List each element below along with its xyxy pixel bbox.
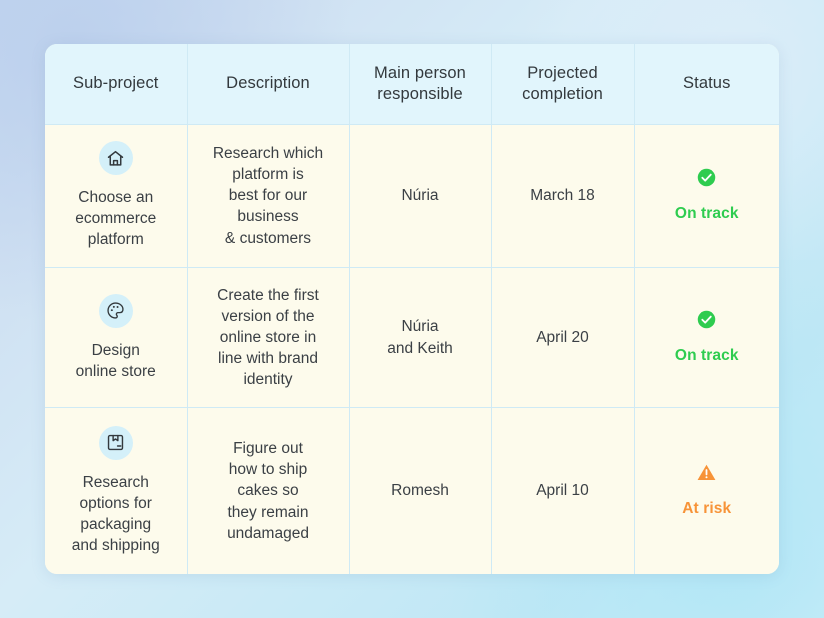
status-badge: At risk xyxy=(643,462,772,520)
cell-main-person: Núria and Keith xyxy=(348,267,492,408)
column-header-projected-completion: Projected completion xyxy=(490,44,635,125)
cell-description: Create the first version of the online s… xyxy=(186,267,350,408)
check-circle-icon xyxy=(696,167,717,195)
projected-completion-text: April 10 xyxy=(536,482,589,500)
cell-sub-project: Research options for packaging and shipp… xyxy=(45,406,188,574)
column-header-main-person: Main person responsible xyxy=(348,44,492,125)
package-icon xyxy=(98,425,133,460)
sub-project-content: Research options for packaging and shipp… xyxy=(53,425,179,556)
palette-icon xyxy=(98,293,133,328)
cell-description: Figure out how to ship cakes so they rem… xyxy=(186,406,350,574)
project-status-table: Sub-project Description Main person resp… xyxy=(45,44,779,574)
warning-triangle-icon xyxy=(696,462,717,490)
cell-status: On track xyxy=(633,123,779,269)
cell-projected-completion: March 18 xyxy=(490,123,635,269)
sub-project-label: Research options for packaging and shipp… xyxy=(71,473,160,555)
cell-status: On track xyxy=(633,267,779,408)
cell-main-person: Romesh xyxy=(348,406,492,574)
cell-status: At risk xyxy=(633,406,779,574)
table-row: Research options for packaging and shipp… xyxy=(45,406,779,574)
projected-completion-text: April 20 xyxy=(536,328,589,346)
description-text: Research which platform is best for our … xyxy=(212,145,324,247)
status-label: On track xyxy=(674,346,739,364)
cell-main-person: Núria xyxy=(348,123,492,269)
cell-sub-project: Choose an ecommerce platform xyxy=(45,123,188,269)
column-header-description: Description xyxy=(186,44,350,125)
description-text: Figure out how to ship cakes so they rem… xyxy=(227,440,309,542)
cell-description: Research which platform is best for our … xyxy=(186,123,350,269)
project-table-card: Sub-project Description Main person resp… xyxy=(45,44,779,574)
main-person-text: Núria and Keith xyxy=(387,318,453,357)
cell-sub-project: Design online store xyxy=(45,267,188,408)
check-circle-icon xyxy=(696,309,717,337)
cell-projected-completion: April 10 xyxy=(490,406,635,574)
table-header-row: Sub-project Description Main person resp… xyxy=(45,44,779,125)
column-header-status: Status xyxy=(633,44,779,125)
projected-completion-text: March 18 xyxy=(530,187,595,205)
main-person-text: Núria xyxy=(401,187,439,205)
table-body: Choose an ecommerce platform Research whi… xyxy=(45,123,779,574)
sub-project-content: Choose an ecommerce platform xyxy=(53,141,179,250)
description-text: Create the first version of the online s… xyxy=(217,286,319,389)
column-header-sub-project: Sub-project xyxy=(45,44,188,125)
table-header: Sub-project Description Main person resp… xyxy=(45,44,779,125)
main-person-text: Romesh xyxy=(391,482,449,500)
home-icon xyxy=(98,141,133,176)
status-badge: On track xyxy=(643,167,772,225)
table-row: Design online store Create the first vers… xyxy=(45,267,779,408)
sub-project-content: Design online store xyxy=(53,293,179,382)
status-badge: On track xyxy=(643,309,772,367)
status-label: At risk xyxy=(682,499,732,517)
status-label: On track xyxy=(674,204,739,222)
sub-project-label: Choose an ecommerce platform xyxy=(75,189,157,249)
sub-project-label: Design online store xyxy=(75,341,156,380)
table-row: Choose an ecommerce platform Research whi… xyxy=(45,123,779,269)
cell-projected-completion: April 20 xyxy=(490,267,635,408)
